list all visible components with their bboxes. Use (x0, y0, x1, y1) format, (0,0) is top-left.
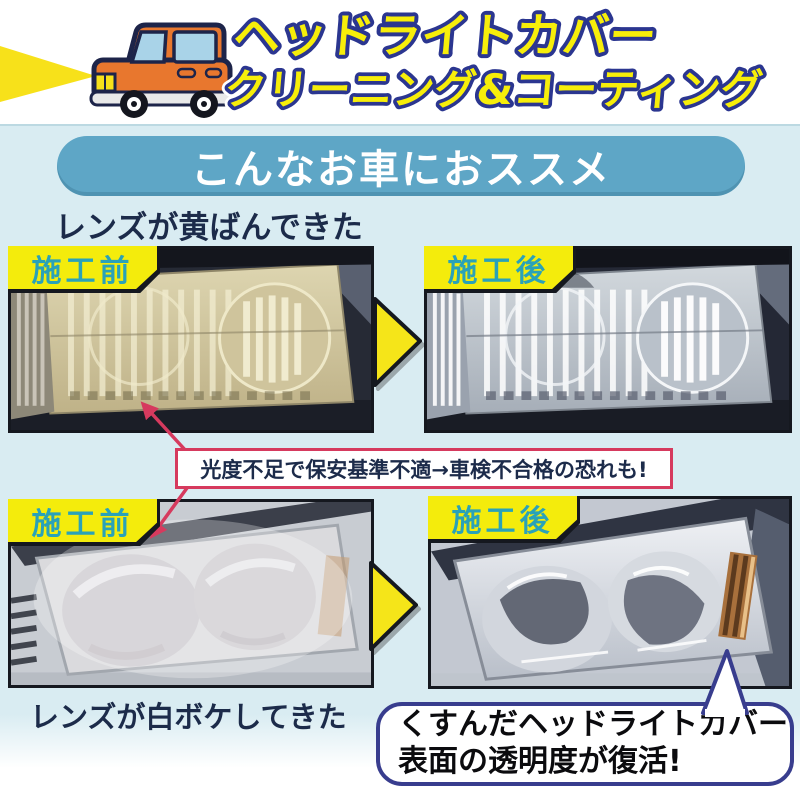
after-badge-label: 施工後 (447, 253, 550, 289)
recommend-banner: こんなお車におススメ (57, 136, 745, 196)
headlight-restored-illustration (431, 499, 789, 686)
arrow-right-icon (373, 297, 422, 387)
car-icon (89, 22, 235, 118)
title-line1-halo: ヘッドライトカバー (231, 9, 659, 64)
photo-after-yellowed: 施工後 (424, 246, 792, 433)
photo-before-hazy: 施工前 (8, 499, 374, 688)
inspection-warning-box: 光度不足で保安基準不適→車検不合格の恐れも! (175, 448, 673, 489)
after-badge-face: 施工後 (424, 246, 573, 289)
before-badge-label: 施工前 (31, 506, 134, 542)
caption-yellowed-lens: レンズが黄ばんできた (55, 210, 363, 246)
before-badge: 施工前 (8, 246, 160, 293)
header-band: ヘッドライトカバー ヘッドライトカバー クリーニング&コーティング クリーニング… (0, 0, 800, 124)
after-badge-label: 施工後 (451, 503, 554, 539)
recommend-banner-text: こんなお車におススメ (191, 147, 611, 193)
before-badge-face: 施工前 (8, 246, 157, 289)
photo-after-hazy: 施工後 (428, 496, 792, 689)
result-speech-bubble: くすんだヘッドライトカバー 表面の透明度が復活! (376, 702, 794, 786)
photo-before-yellowed: 施工前 (8, 246, 374, 433)
headlight-beam-icon (0, 46, 96, 102)
headlight-hazy-illustration (11, 502, 371, 685)
before-badge-label: 施工前 (31, 253, 134, 289)
after-badge: 施工後 (424, 246, 576, 293)
arrow-right-icon (369, 561, 418, 651)
bubble-line2: 表面の透明度が復活! (398, 744, 682, 779)
after-badge-face: 施工後 (428, 496, 577, 539)
speech-bubble-tail-icon (701, 649, 749, 717)
inspection-warning-text: 光度不足で保安基準不適→車検不合格の恐れも! (200, 457, 648, 482)
caption-hazy-lens: レンズが白ボケしてきた (30, 700, 347, 734)
page-title: ヘッドライトカバー ヘッドライトカバー クリーニング&コーティング クリーニング… (220, 6, 771, 120)
title-line2: クリーニング&コーティング (223, 65, 765, 114)
before-badge: 施工前 (8, 499, 160, 546)
before-badge-face: 施工前 (8, 499, 157, 542)
after-badge: 施工後 (428, 496, 580, 543)
title-line1: ヘッドライトカバー (231, 9, 659, 64)
title-line2-halo: クリーニング&コーティング (223, 65, 765, 114)
